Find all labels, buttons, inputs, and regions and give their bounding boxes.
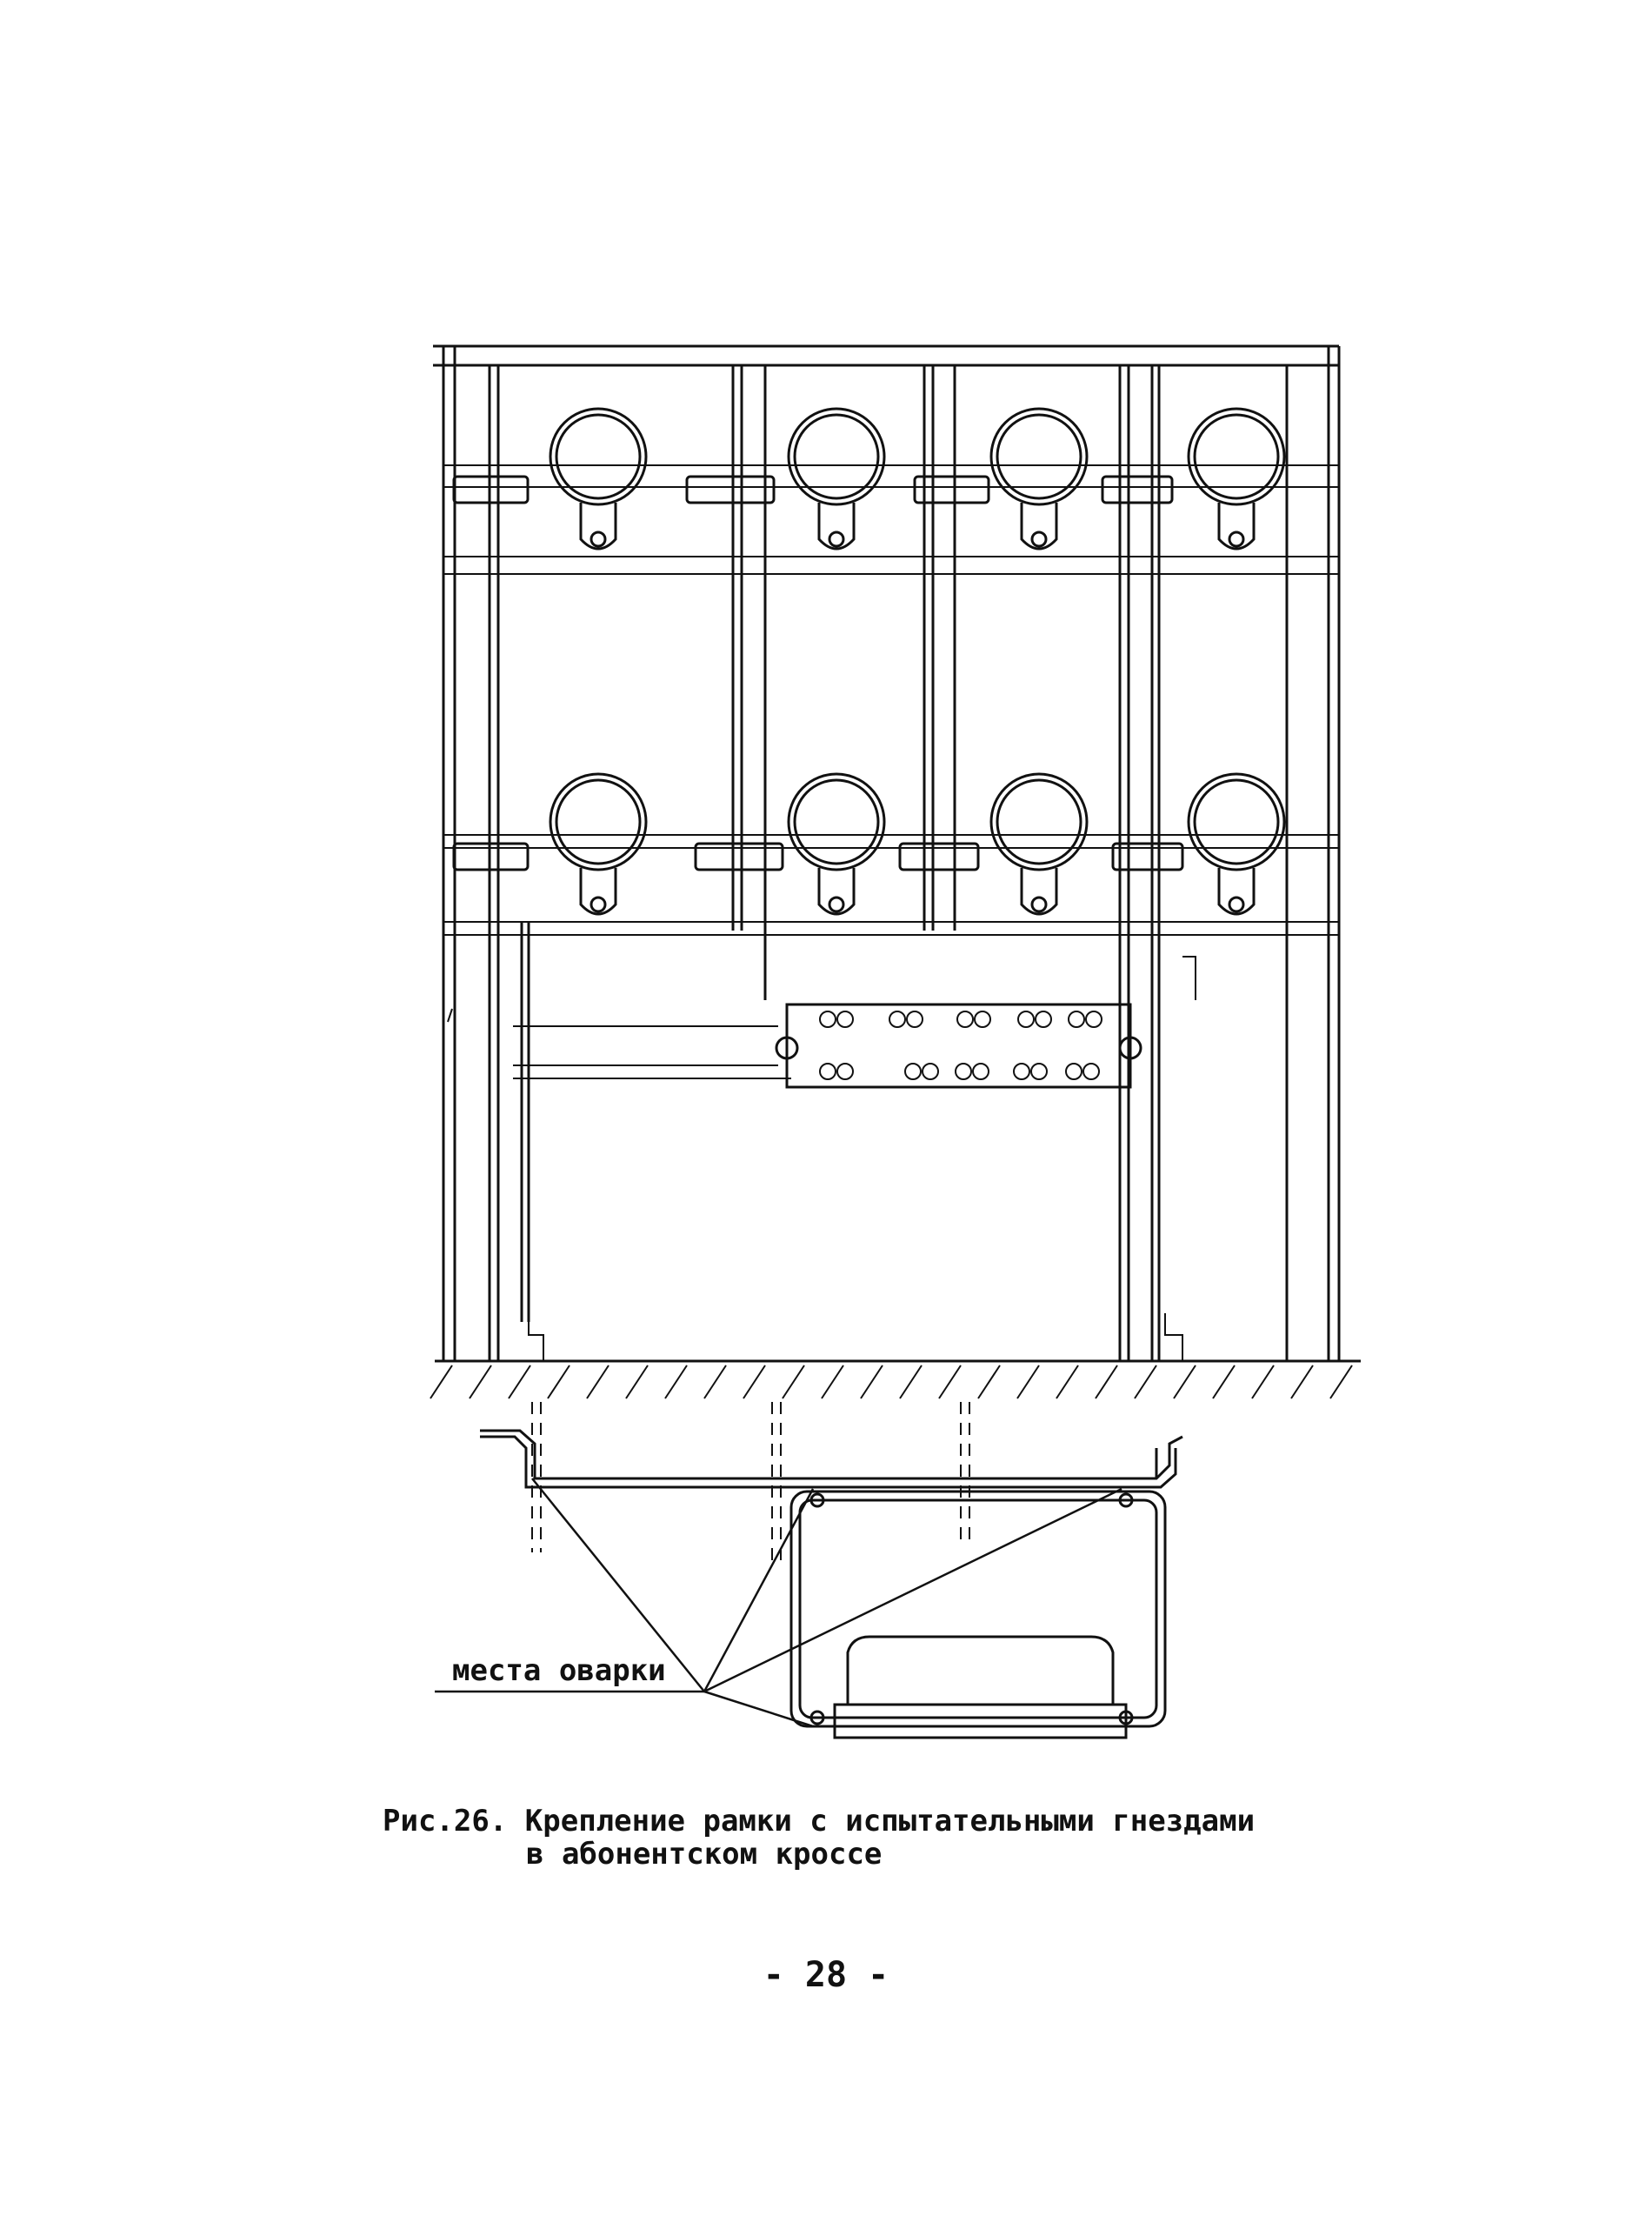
test-socket [452,772,648,916]
caption-line-2: в абонентском кроссе [526,1837,883,1872]
caption-figure-number: Рис.26. [383,1804,508,1839]
caption-line-1: Рис.26. Крепление рамки с испытательными… [383,1805,1255,1838]
figure-caption: Рис.26. Крепление рамки с испытательными… [383,1805,1255,1871]
test-socket [694,772,886,916]
floor-line [430,1359,1361,1399]
caption-title: Крепление рамки с испытательными гнездам… [524,1804,1256,1839]
lower-mount-box [789,1490,1167,1739]
hidden-lines [531,1402,970,1565]
frame-hooks [447,956,1196,1361]
weld-locations-label: места оварки [452,1653,666,1688]
test-socket [452,407,648,551]
test-socket [685,407,886,551]
test-socket [1101,407,1286,551]
vertical-posts [488,365,1289,1361]
test-socket-row-upper [452,407,1286,551]
cross-frame [433,344,1341,1361]
under-floor-bracket [480,1429,1183,1489]
horizontal-rails [443,464,1339,1079]
test-socket-strip [775,1003,1142,1089]
page-number: - 28 - [763,1955,889,1995]
test-socket [1111,772,1286,916]
test-socket [898,772,1089,916]
test-socket [913,407,1089,551]
test-socket-row-lower [452,772,1286,916]
weld-leader-lines [435,1478,1122,1728]
